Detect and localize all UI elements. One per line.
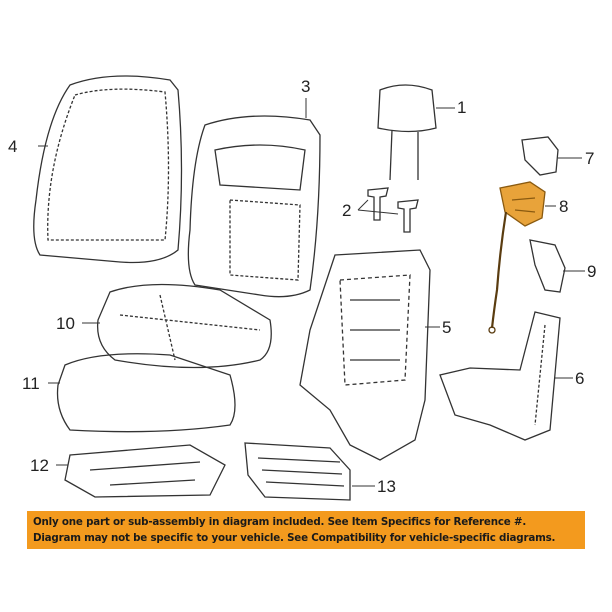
callout-8: 8 — [559, 197, 569, 216]
callout-12: 12 — [30, 456, 49, 475]
part-12-cushion-pan — [64, 444, 226, 498]
part-7-bracket — [521, 136, 559, 176]
part-2-guide — [397, 199, 419, 233]
part-2-guide — [367, 187, 389, 221]
part-5-seat-back-frame — [299, 249, 431, 461]
callout-7: 7 — [585, 149, 595, 168]
callout-6: 6 — [575, 369, 585, 388]
part-8-cable — [490, 211, 508, 329]
part-10-cushion-trim — [96, 283, 272, 369]
disclaimer-line-1: Only one part or sub-assembly in diagram… — [33, 516, 527, 528]
disclaimer-banner: Only one part or sub-assembly in diagram… — [27, 511, 585, 549]
part-13-panel — [244, 442, 351, 501]
part-1-headrest — [377, 84, 437, 133]
part-4-seat-back-cover — [33, 75, 183, 264]
part-6-side-shield — [439, 311, 561, 441]
callout-13: 13 — [377, 477, 396, 496]
part-8-recliner-handle — [499, 181, 546, 227]
part-11-cushion-pad — [56, 353, 236, 433]
callout-3: 3 — [301, 77, 311, 96]
callout-2: 2 — [342, 201, 352, 220]
disclaimer-line-2: Diagram may not be specific to your vehi… — [33, 532, 556, 544]
callout-5: 5 — [442, 318, 452, 337]
part-3-seat-back-trim — [187, 115, 321, 298]
part-9-bracket — [529, 239, 566, 293]
callout-11: 11 — [22, 374, 40, 393]
callout-4: 4 — [8, 137, 18, 156]
callout-1: 1 — [457, 98, 467, 117]
callout-10: 10 — [56, 314, 75, 333]
callout-9: 9 — [587, 262, 597, 281]
